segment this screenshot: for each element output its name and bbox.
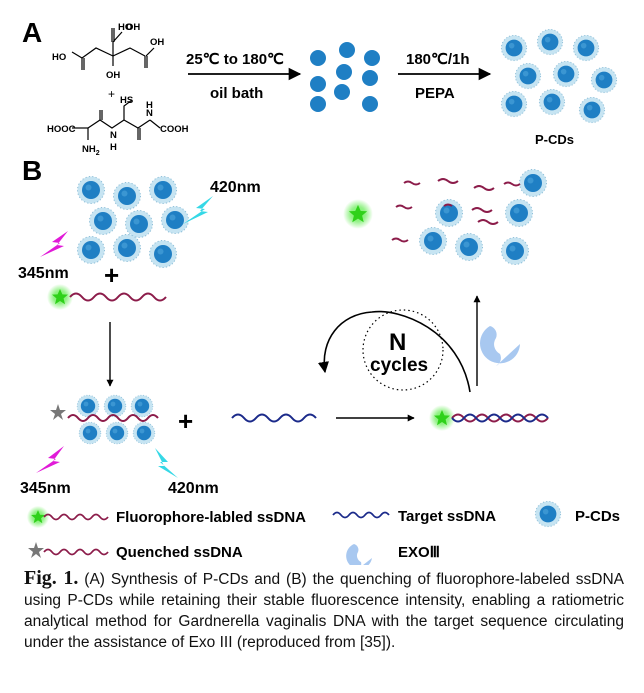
excitation-420-bottom-bolt (155, 448, 178, 478)
hybrid-fluorophore-star (429, 405, 455, 431)
carbon-dots-intermediate (310, 42, 380, 112)
panel-a-label: A (22, 17, 42, 48)
legend-fluorophore-strand (43, 513, 109, 521)
green-fluorophore-star (47, 284, 73, 310)
excitation-345-top-bolt (40, 231, 68, 257)
legend-fluorophore-star (26, 505, 50, 529)
legend-target-label: Target ssDNA (398, 508, 496, 525)
citric-oh-1: HO (118, 22, 132, 33)
excitation-420-top-label: 420nm (210, 179, 261, 196)
pcds-cluster-final (419, 169, 547, 265)
hybrid-duplex (451, 413, 549, 423)
gsh-n1: N (110, 130, 117, 141)
fluorophore-ssdna-strand (69, 292, 167, 302)
target-ssdna-strand (231, 413, 317, 423)
legend-exo-icon (346, 544, 372, 565)
excitation-345-bottom-label: 345nm (20, 480, 71, 497)
figure-canvas: A HO OH HO OH OH + HOOC NH2 HS N H N H (18, 17, 620, 565)
step2-reagent: PEPA (415, 85, 455, 102)
cycle-arc-arrow (317, 310, 471, 393)
exo-enzyme (480, 326, 520, 366)
plus-sign-2: + (178, 406, 193, 436)
glutathione-structure (72, 99, 161, 140)
step1-conditions: 25℃ to 180℃ (186, 51, 284, 68)
dna-fragments (391, 178, 521, 243)
cycles-n: N (389, 329, 406, 356)
reagent-plus: + (108, 87, 115, 101)
caption-text: (A) Synthesis of P-CDs and (B) the quenc… (24, 571, 624, 651)
citric-oh-2: OH (126, 22, 140, 33)
gsh-cooh: COOH (160, 124, 189, 135)
gsh-nh2: NH2 (82, 144, 100, 157)
product-label: P-CDs (535, 132, 574, 147)
legend-quenched-label: Quenched ssDNA (116, 544, 243, 561)
step1-medium: oil bath (210, 85, 263, 102)
excitation-420-top-bolt (183, 196, 213, 224)
legend-exo-label: EXOⅢ (398, 544, 440, 561)
gsh-hs: HS (120, 95, 133, 106)
plus-sign-1: + (104, 260, 119, 290)
released-fluorophore-star (343, 199, 373, 229)
caption-label: Fig. 1. (24, 567, 79, 589)
legend-pcds-label: P-CDs (575, 508, 620, 525)
legend-pcd-icon (534, 500, 562, 528)
gsh-h1: H (110, 142, 117, 153)
cycle-dotted-ring (362, 309, 444, 391)
citric-oh-4: OH (150, 37, 164, 48)
citric-acid-structure (71, 28, 155, 70)
step2-conditions: 180℃/1h (406, 51, 470, 68)
gsh-hooc: HOOC (47, 124, 76, 135)
excitation-420-bottom-label: 420nm (168, 480, 219, 497)
citric-oh-5: OH (106, 70, 120, 81)
pcds-product-cluster (500, 28, 618, 124)
excitation-345-top-label: 345nm (18, 265, 69, 282)
legend-quenched-star (28, 542, 44, 558)
gsh-n2: N (146, 108, 153, 119)
legend-fluorophore-label: Fluorophore-labled ssDNA (116, 509, 306, 526)
legend-quenched-strand (43, 548, 109, 556)
quenched-complex (50, 394, 159, 445)
legend-target-strand (332, 511, 390, 519)
gsh-h2: H (146, 100, 153, 111)
cycles-word: cycles (370, 355, 428, 376)
citric-oh-3: HO (52, 52, 66, 63)
pcds-cluster-initial (77, 176, 189, 268)
excitation-345-bottom-bolt (36, 446, 64, 473)
figure-caption: Fig. 1. (A) Synthesis of P-CDs and (B) t… (24, 568, 624, 653)
panel-b-label: B (22, 155, 42, 186)
